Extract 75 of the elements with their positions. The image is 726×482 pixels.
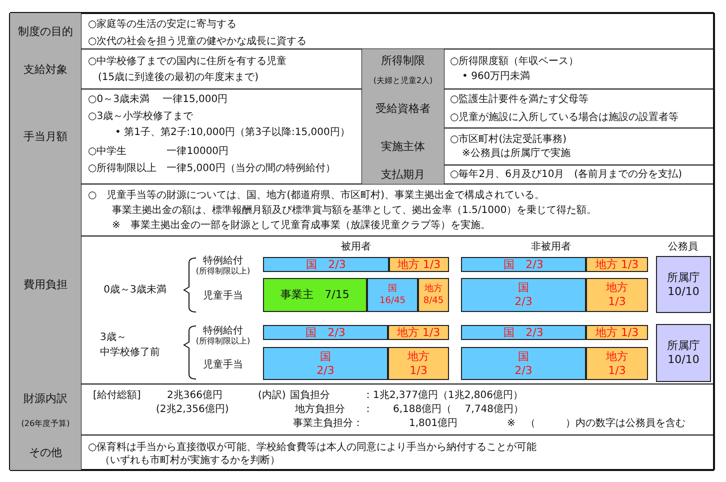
cell-text: ：1兆2,377億円（1兆2,806億円）: [363, 389, 523, 402]
funding-bar: 地方 1/3: [586, 347, 648, 380]
cell-text: 1,801億円: [409, 417, 458, 430]
cell-text: ○中学生 一律10000円: [88, 145, 229, 158]
cell-text: ○所得制限以上 一律5,000円（当分の間の特例給付）: [88, 162, 336, 175]
cell-text: ○ 児童手当等の財源については、国、地方(都道府県、市区町村)、事業主拠出金で構成されている。: [88, 189, 545, 202]
row-header: 支給対象: [10, 49, 81, 89]
row-header: 財源内訳: [10, 384, 81, 412]
funding-bar: 地方 8/45: [418, 278, 449, 312]
cell-text: • 第1子、第2子:10,000円（第3子以降:15,000円）: [115, 126, 350, 139]
chart-label: 被用者: [341, 240, 371, 254]
row-header: 所得制限: [362, 49, 444, 71]
cell-text: ※ 事業主拠出金の一部を財源として児童育成事業（放課後児童クラブ等）を実施。: [112, 219, 490, 232]
funding-bar: 所属庁 10/10: [656, 324, 711, 382]
cell-text: ○所得限度額（年収ベース）: [450, 55, 579, 68]
funding-bar: 地方 1/3: [388, 347, 449, 380]
row-header: その他: [10, 435, 81, 470]
funding-bar: 事業主 7/15: [263, 278, 367, 312]
row-header: (26年度予算): [10, 412, 81, 435]
cell-text: (15歳に到達後の最初の年度末まで): [98, 71, 259, 84]
chart-label: (所得制限以上): [196, 266, 250, 278]
cell-text: 国負担分: [290, 389, 330, 402]
cell-text: ○児童が施設に入所している場合は施設の設置者等: [450, 111, 679, 124]
cell-text: 事業主負担分：: [293, 417, 363, 430]
chart-label: 0歳～3歳未満: [104, 284, 166, 296]
funding-bar: 国 2/3: [461, 325, 586, 340]
chart-label: 特例給付: [203, 254, 243, 266]
funding-bar: 国 16/45: [367, 278, 418, 312]
cell-text: ○市区町村(法定受託事務): [450, 133, 567, 146]
cell-text: ○中学校修了までの国内に住所を有する児童: [88, 55, 287, 68]
funding-bar: 所属庁 10/10: [656, 256, 711, 313]
cell-text: ○次代の社会を担う児童の健やかな成長に資する: [88, 35, 307, 48]
cell-text: [給付総額]: [93, 389, 141, 402]
chart-label: 児童手当: [203, 290, 243, 302]
cell-text: 2兆366億円: [167, 389, 222, 402]
cell-text: ※公務員は所属庁で実施: [462, 147, 570, 160]
row-header: 制度の目的: [10, 13, 81, 49]
cell-text: 地方負担分: [295, 403, 345, 416]
row-header: (夫婦と児童2人): [362, 71, 444, 89]
chart-label: 児童手当: [203, 358, 243, 372]
cell-text: （いずれも市町村が実施するかを判断）: [100, 454, 280, 467]
cell-text: ： 6,188億円（ 7,748億円）: [363, 403, 524, 416]
funding-bar: 地方 1/3: [586, 257, 648, 272]
cell-text: ○保育料は手当から直接徴収が可能、学校給食費等は本人の同意により手当から納付することが可能: [88, 441, 537, 454]
cell-text: ※ （ ）内の数字は公務員を含む: [507, 417, 686, 430]
cell-text: ○3歳～小学校修了まで: [88, 110, 194, 123]
funding-bar: 地方 1/3: [586, 325, 648, 340]
chart-label: (所得制限以上): [196, 336, 250, 348]
funding-bar: 国 2/3: [461, 257, 586, 272]
funding-bar: 地方 1/3: [388, 325, 449, 340]
cell-text: ○毎年2月、6月及び10月 (各前月までの分を支払): [450, 168, 682, 181]
row-header: 受給資格者: [362, 89, 444, 128]
row-header: 手当月額: [10, 89, 81, 184]
row-header: 費用負担: [10, 184, 81, 384]
funding-bar: 地方 1/3: [586, 278, 648, 312]
funding-bar: 国 2/3: [263, 347, 388, 380]
chart-label: 非被用者: [531, 240, 571, 254]
cell-text: ○監護生計要件を満たす父母等: [450, 93, 589, 106]
cell-text: • 960万円未満: [462, 70, 530, 83]
funding-bar: 国 2/3: [263, 257, 389, 272]
chart-label: 特例給付: [203, 324, 243, 336]
chart-label: 公務員: [668, 240, 698, 254]
cell-text: 中学校修了前: [100, 346, 160, 359]
funding-bar: 国 2/3: [461, 347, 586, 380]
funding-bar: 国 2/3: [263, 325, 388, 340]
cell-text: 事業主拠出金の額は、標準報酬月額及び標準賞与額を基準として、拠出金率（1.5/1000）を乗じて得た額。: [112, 204, 597, 217]
cell-text: 3歳～: [100, 331, 126, 344]
row-header: 実施主体: [362, 128, 444, 165]
cell-text: ○0～3歳未満 一律15,000円: [88, 93, 228, 106]
row-header: 支払期月: [362, 165, 444, 184]
funding-bar: 国 2/3: [461, 278, 586, 312]
cell-text: (2兆2,356億円): [156, 403, 229, 416]
funding-bar: 地方 1/3: [389, 257, 449, 272]
cell-text: ○家庭等の生活の安定に寄与する: [88, 18, 237, 31]
cell-text: (内訳): [258, 389, 286, 402]
